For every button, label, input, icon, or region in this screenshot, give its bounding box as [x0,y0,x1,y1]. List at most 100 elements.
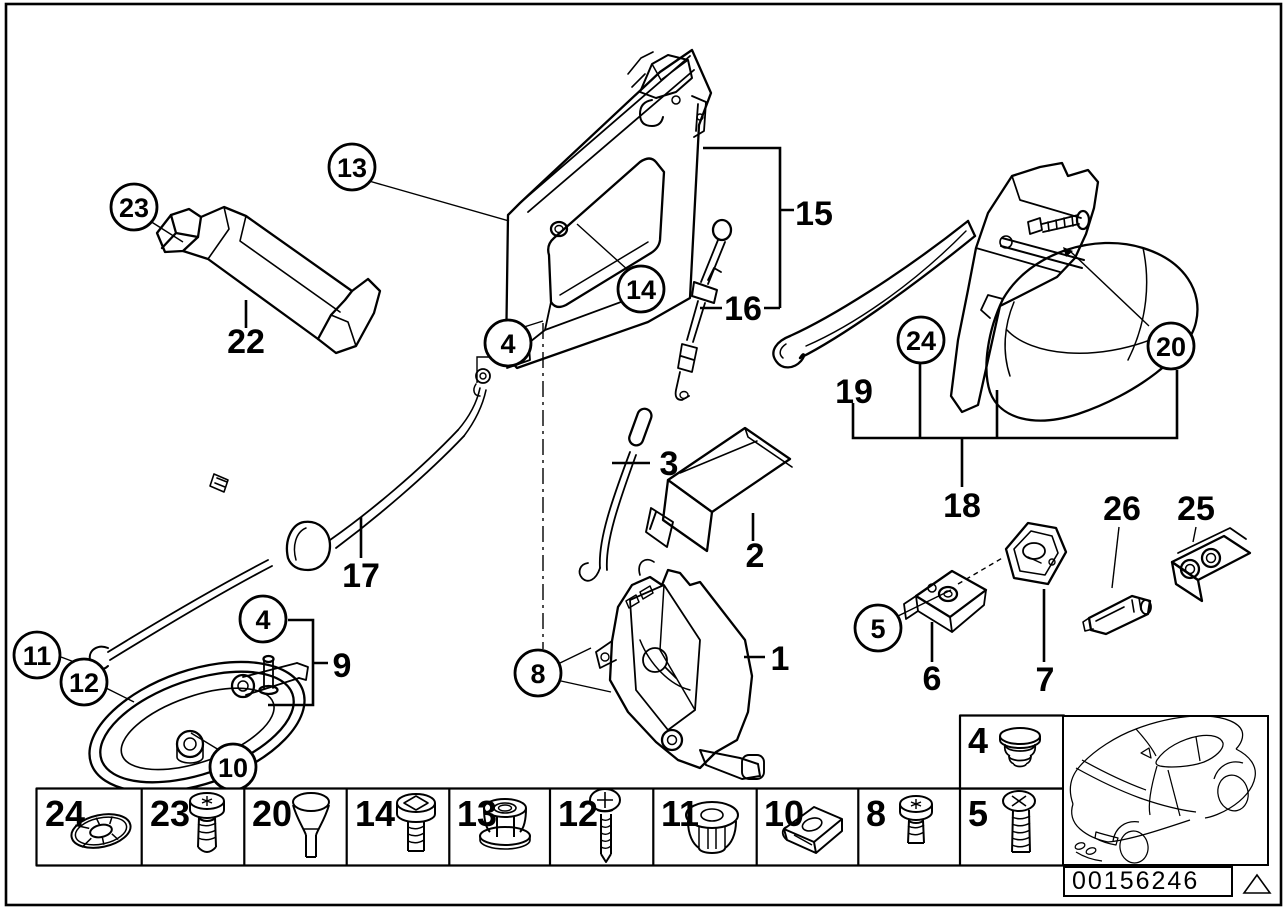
bracket-lines [244,146,1179,707]
cone-pin-icon [292,792,330,858]
sheet-metal-clip-icon [781,806,843,854]
part-26-bulb-socket-drawing [1082,594,1152,636]
svg-text:4: 4 [255,605,270,635]
leader-4-to-axis [523,320,544,328]
svg-text:13: 13 [337,153,367,183]
part-label-19[interactable]: 19 [835,373,873,411]
svg-text:14: 14 [626,275,656,305]
interior-handle-bowl-drawing [88,654,309,794]
part-19-trim-strip-drawing [772,219,977,369]
part-number-labels: 22 15 16 17 19 18 3 2 9 1 6 7 26 25 [227,195,1215,699]
part-label-16[interactable]: 16 [724,290,762,328]
callout-4-lower[interactable]: 4 [238,594,288,644]
callout-23[interactable]: 23 [109,182,159,232]
part-label-7[interactable]: 7 [1036,661,1055,699]
part-label-25[interactable]: 25 [1177,490,1215,528]
part-label-3[interactable]: 3 [660,445,679,483]
square-head-bolt-icon [396,793,436,852]
svg-text:23: 23 [150,793,190,834]
bmw-sedan-outline [1069,715,1256,864]
part-22-carrier-drawing [155,205,382,355]
warning-triangle-icon [1242,873,1272,894]
bracket-9 [268,618,328,707]
part-25-connector-drawing [1170,527,1252,603]
svg-text:20: 20 [252,793,292,834]
svg-text:12: 12 [69,668,99,698]
legend-cell-23[interactable]: 23 [150,792,225,853]
callout-4-upper[interactable]: 4 [483,318,533,368]
svg-text:12: 12 [558,793,598,834]
svg-text:5: 5 [870,614,885,644]
part-label-18[interactable]: 18 [943,487,981,525]
bracket-18 [851,363,1179,487]
callout-13[interactable]: 13 [327,142,377,192]
svg-text:11: 11 [23,641,52,671]
leader-5 [897,589,952,617]
part-label-6[interactable]: 6 [923,660,942,698]
part-17-bowden-cable-drawing [88,368,491,671]
rubber-plug-icon [999,727,1041,768]
callout-12[interactable]: 12 [59,657,109,707]
part-3-operating-rod-drawing [578,407,653,582]
legend-cell-8[interactable]: 8 [866,793,933,844]
legend-cell-11[interactable]: 11 [661,793,739,854]
document-number-box: 00156246 [1063,866,1233,897]
part-label-17[interactable]: 17 [342,557,380,595]
leader-26 [1111,526,1120,589]
leader-4-upper [476,356,492,383]
expanding-nut-icon [685,801,739,854]
callout-20[interactable]: 20 [1146,321,1196,371]
legend-cell-13[interactable]: 13 [457,793,531,850]
legend-cell-12[interactable]: 12 [558,788,621,863]
leader-25 [1192,526,1197,543]
flange-nut-icon [479,798,531,850]
part-label-15[interactable]: 15 [795,195,833,233]
callouts: 23 13 14 4 24 20 11 12 [12,142,1196,792]
legend-cell-10[interactable]: 10 [764,793,843,854]
torx-screw-icon [189,792,225,853]
svg-text:10: 10 [218,753,248,783]
svg-text:24: 24 [906,326,936,356]
part-16-lock-rod-drawing [674,218,733,401]
svg-text:10: 10 [764,793,804,834]
bracket-15-16 [700,146,794,310]
legend-cell-24[interactable]: 24 [45,793,134,853]
part-2-lock-actuator-drawing [645,426,793,553]
callout-14[interactable]: 14 [616,264,666,314]
callout-11[interactable]: 11 [12,630,62,680]
part-label-26[interactable]: 26 [1103,490,1141,528]
countersunk-screw-icon [1002,790,1036,853]
svg-text:24: 24 [45,793,85,834]
callout-8[interactable]: 8 [513,648,563,698]
leader-8 [559,647,612,693]
document-number: 00156246 [1072,867,1199,895]
part-label-9[interactable]: 9 [333,647,352,685]
callout-10[interactable]: 10 [208,742,258,792]
leader-20 [1070,251,1150,327]
part-label-22[interactable]: 22 [227,323,265,361]
callout-5[interactable]: 5 [853,603,903,653]
legend-cell-5[interactable]: 5 [968,790,1036,853]
part-7-cover-drawing [1004,521,1068,586]
washer-grommet-icon [70,813,132,849]
svg-text:23: 23 [119,193,149,223]
torx-pan-screw-icon [899,795,933,844]
leader-13 [368,180,510,222]
svg-text:5: 5 [968,793,988,834]
callout-24[interactable]: 24 [896,315,946,365]
part-label-1[interactable]: 1 [771,640,790,678]
svg-text:14: 14 [355,793,395,834]
part-6-bracket-drawing [903,569,988,633]
phillips-screw-icon [589,788,621,863]
svg-text:8: 8 [866,793,886,834]
legend-separators [140,788,962,866]
car-thumbnail[interactable] [1062,715,1269,866]
legend-cell-4[interactable]: 4 [958,714,1066,790]
svg-text:20: 20 [1156,332,1186,362]
part-label-2[interactable]: 2 [746,537,765,575]
svg-text:4: 4 [500,329,515,359]
legend-cell-20[interactable]: 20 [252,792,330,858]
legend-cell-14[interactable]: 14 [355,793,436,852]
leader-14 [576,223,630,272]
